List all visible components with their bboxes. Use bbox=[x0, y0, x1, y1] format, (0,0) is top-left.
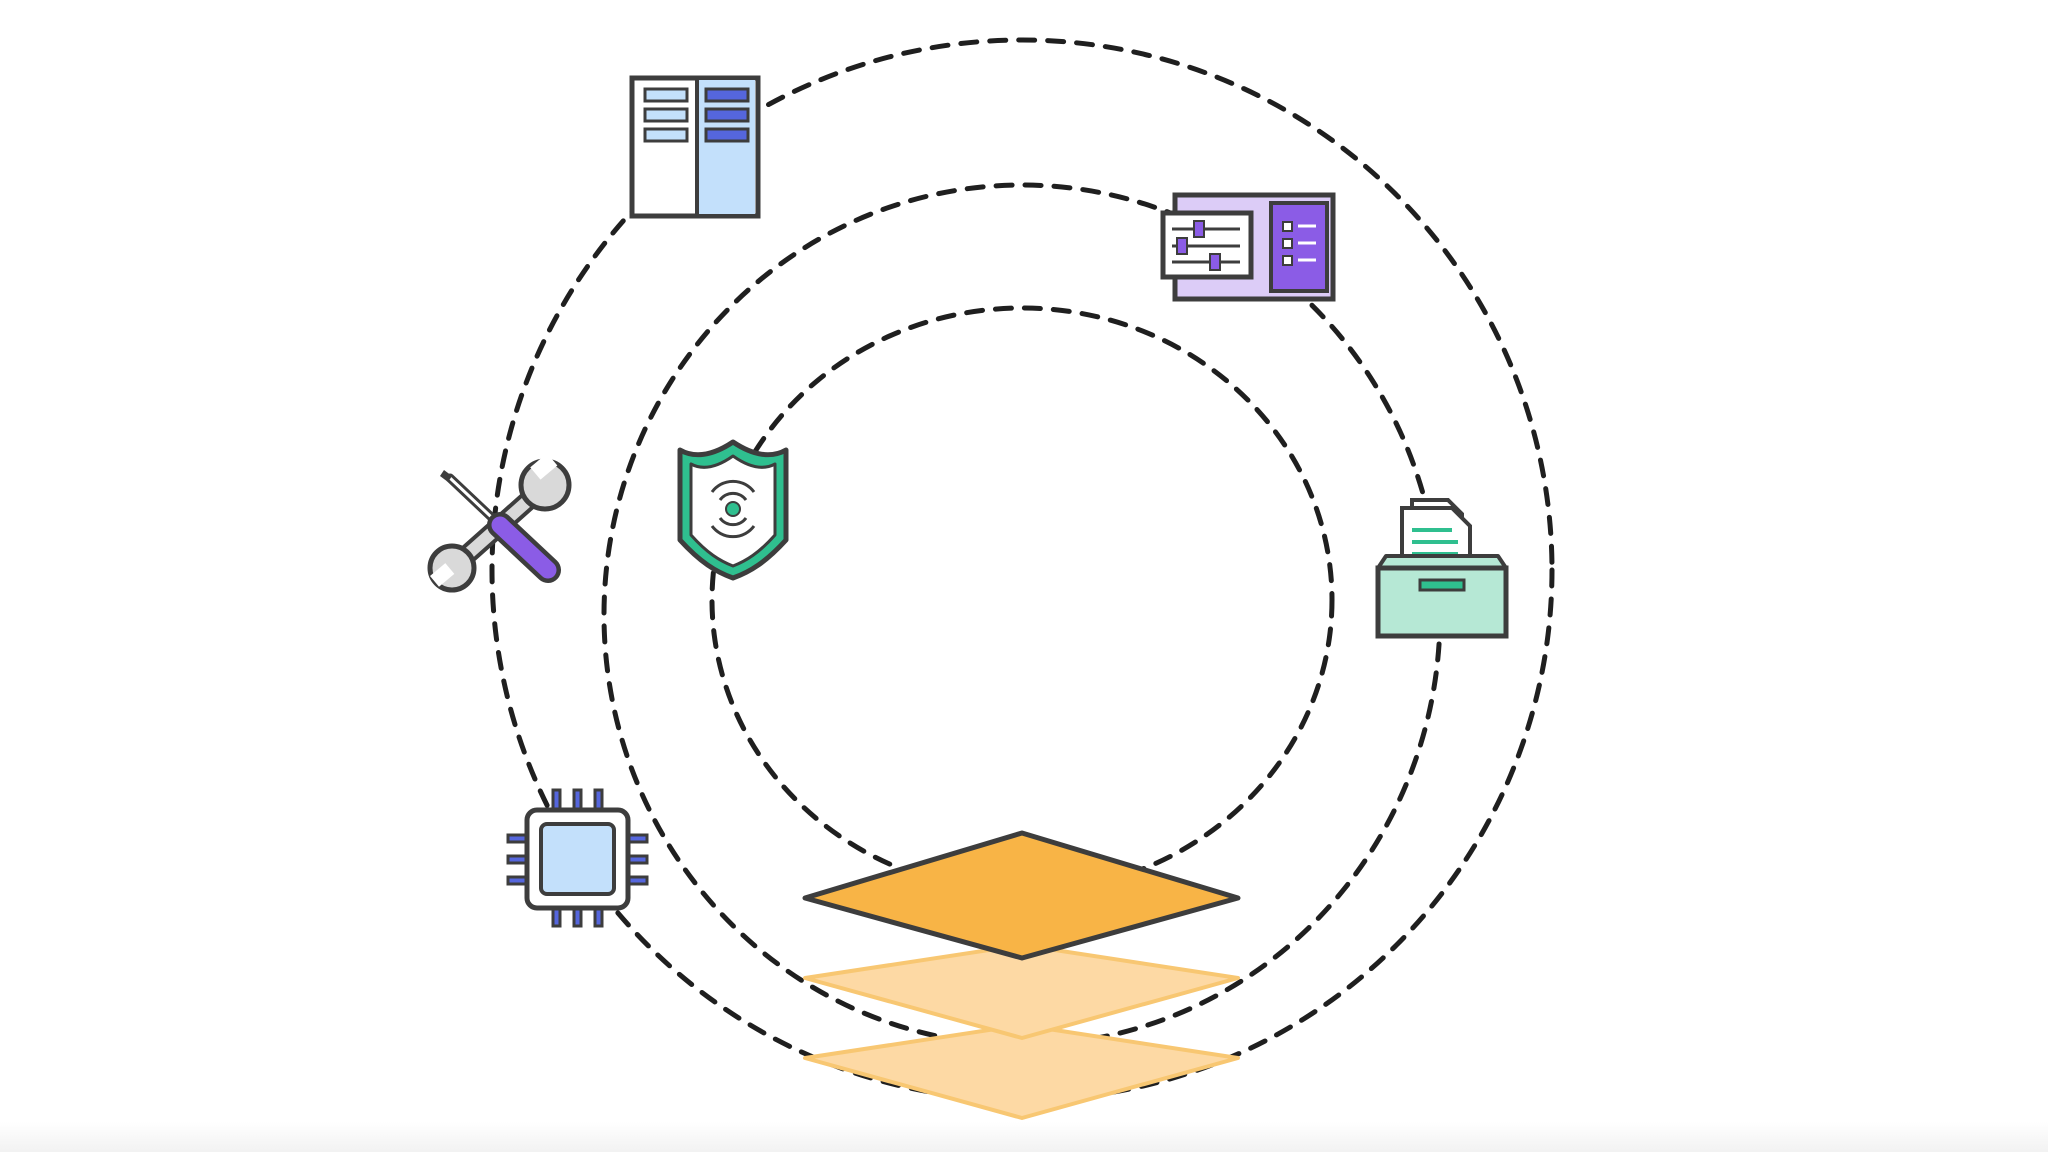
cpu-chip-icon bbox=[506, 788, 649, 928]
security-shield-icon bbox=[677, 439, 789, 581]
inner-ring bbox=[709, 305, 1335, 895]
wrench-screwdriver-icon bbox=[427, 453, 572, 593]
bottom-fade bbox=[0, 1122, 2048, 1152]
control-panel-icon bbox=[1160, 192, 1336, 302]
layer-bottom bbox=[803, 1023, 1240, 1120]
stacked-layers-icon bbox=[802, 830, 1241, 1120]
outer-ring bbox=[489, 37, 1555, 1103]
layer-middle bbox=[803, 943, 1240, 1040]
file-archive-box-icon bbox=[1375, 498, 1509, 639]
layer-top bbox=[802, 830, 1241, 961]
server-rack-icon bbox=[629, 75, 761, 219]
